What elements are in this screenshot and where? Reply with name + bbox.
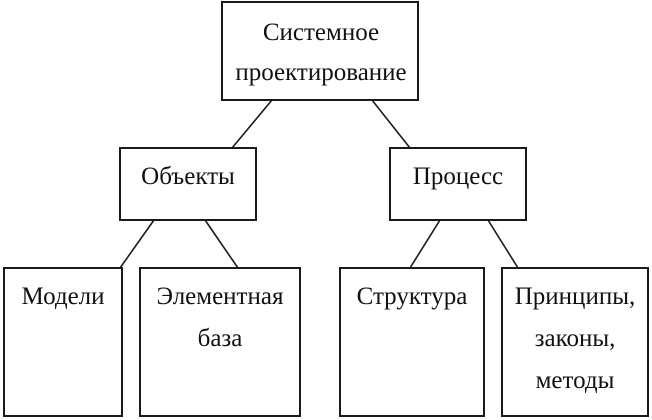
node-principles-label-line2: законы, bbox=[535, 325, 616, 352]
node-system-design: Системное проектирование bbox=[221, 1, 419, 101]
connector-root-objects bbox=[231, 99, 273, 149]
node-objects-box bbox=[119, 147, 257, 221]
connector-objects-elements bbox=[204, 219, 239, 269]
node-system-design-box bbox=[221, 1, 419, 101]
node-element-base-label-line1: Элементная bbox=[157, 283, 284, 310]
node-structure-box bbox=[339, 267, 485, 417]
node-models-label: Модели bbox=[21, 283, 104, 310]
node-process-label: Процесс bbox=[413, 163, 503, 190]
node-principles-label-line1: Принципы, bbox=[515, 283, 636, 310]
node-principles-label-line3: методы bbox=[536, 367, 615, 394]
node-element-base-label-line2: база bbox=[198, 325, 243, 352]
node-element-base: Элементная база bbox=[139, 267, 301, 417]
node-principles: Принципы, законы, методы bbox=[501, 267, 649, 417]
node-models: Модели bbox=[3, 267, 123, 417]
connector-process-principles bbox=[487, 219, 519, 269]
node-process-box bbox=[389, 147, 527, 221]
connector-root-process bbox=[371, 99, 411, 149]
connector-process-structure bbox=[409, 219, 441, 269]
node-objects: Объекты bbox=[119, 147, 257, 221]
node-structure: Структура bbox=[339, 267, 485, 417]
connector-objects-models bbox=[119, 219, 155, 269]
node-process: Процесс bbox=[389, 147, 527, 221]
node-objects-label: Объекты bbox=[141, 163, 235, 190]
node-system-design-label-line1: Системное bbox=[263, 19, 379, 46]
node-element-base-box bbox=[139, 267, 301, 417]
node-models-box bbox=[3, 267, 123, 417]
node-principles-box bbox=[501, 267, 649, 417]
node-structure-label: Структура bbox=[357, 283, 468, 310]
node-system-design-label-line2: проектирование bbox=[235, 59, 406, 86]
